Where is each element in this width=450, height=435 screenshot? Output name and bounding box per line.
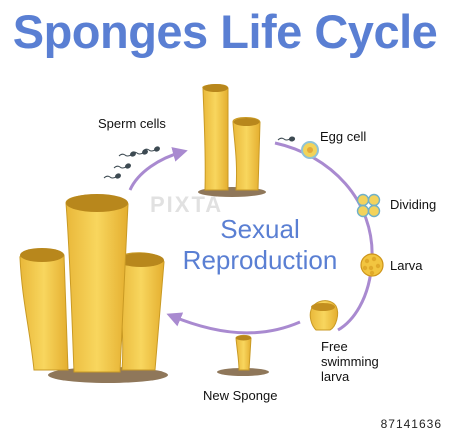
center-title-line2: Reproduction bbox=[182, 245, 338, 275]
label-free-swimming-line3: larva bbox=[321, 368, 350, 384]
stock-id: 87141636 bbox=[378, 417, 444, 431]
diagram-title: Sponges Life Cycle bbox=[12, 5, 438, 58]
sperm-cells-icon bbox=[103, 136, 296, 179]
new-sponge-icon bbox=[217, 334, 269, 376]
label-dividing: Dividing bbox=[390, 197, 437, 212]
free-swimming-larva-icon bbox=[309, 300, 339, 331]
top-sponge-icon bbox=[198, 84, 266, 197]
watermark: PIXTA bbox=[150, 192, 224, 217]
dividing-cells-icon bbox=[356, 193, 381, 218]
center-title-line1: Sexual bbox=[220, 214, 300, 244]
cycle-arrow-top-left bbox=[128, 147, 188, 191]
label-free-swimming-line2: swimming bbox=[321, 353, 379, 369]
center-title: Sexual Reproduction bbox=[160, 214, 360, 276]
label-free-swimming-larva: Free swimming larva bbox=[321, 339, 379, 385]
label-larva: Larva bbox=[390, 258, 423, 273]
egg-cell-icon bbox=[301, 141, 319, 159]
cycle-arrow-top-right bbox=[274, 141, 374, 332]
adult-sponge-icon bbox=[19, 194, 168, 383]
label-free-swimming-line1: Free bbox=[321, 339, 348, 354]
label-sperm-cells: Sperm cells bbox=[98, 116, 166, 131]
cycle-arrow-bottom bbox=[166, 312, 301, 335]
larva-icon bbox=[360, 253, 384, 277]
label-new-sponge: New Sponge bbox=[203, 388, 278, 403]
label-egg-cell: Egg cell bbox=[320, 129, 367, 144]
